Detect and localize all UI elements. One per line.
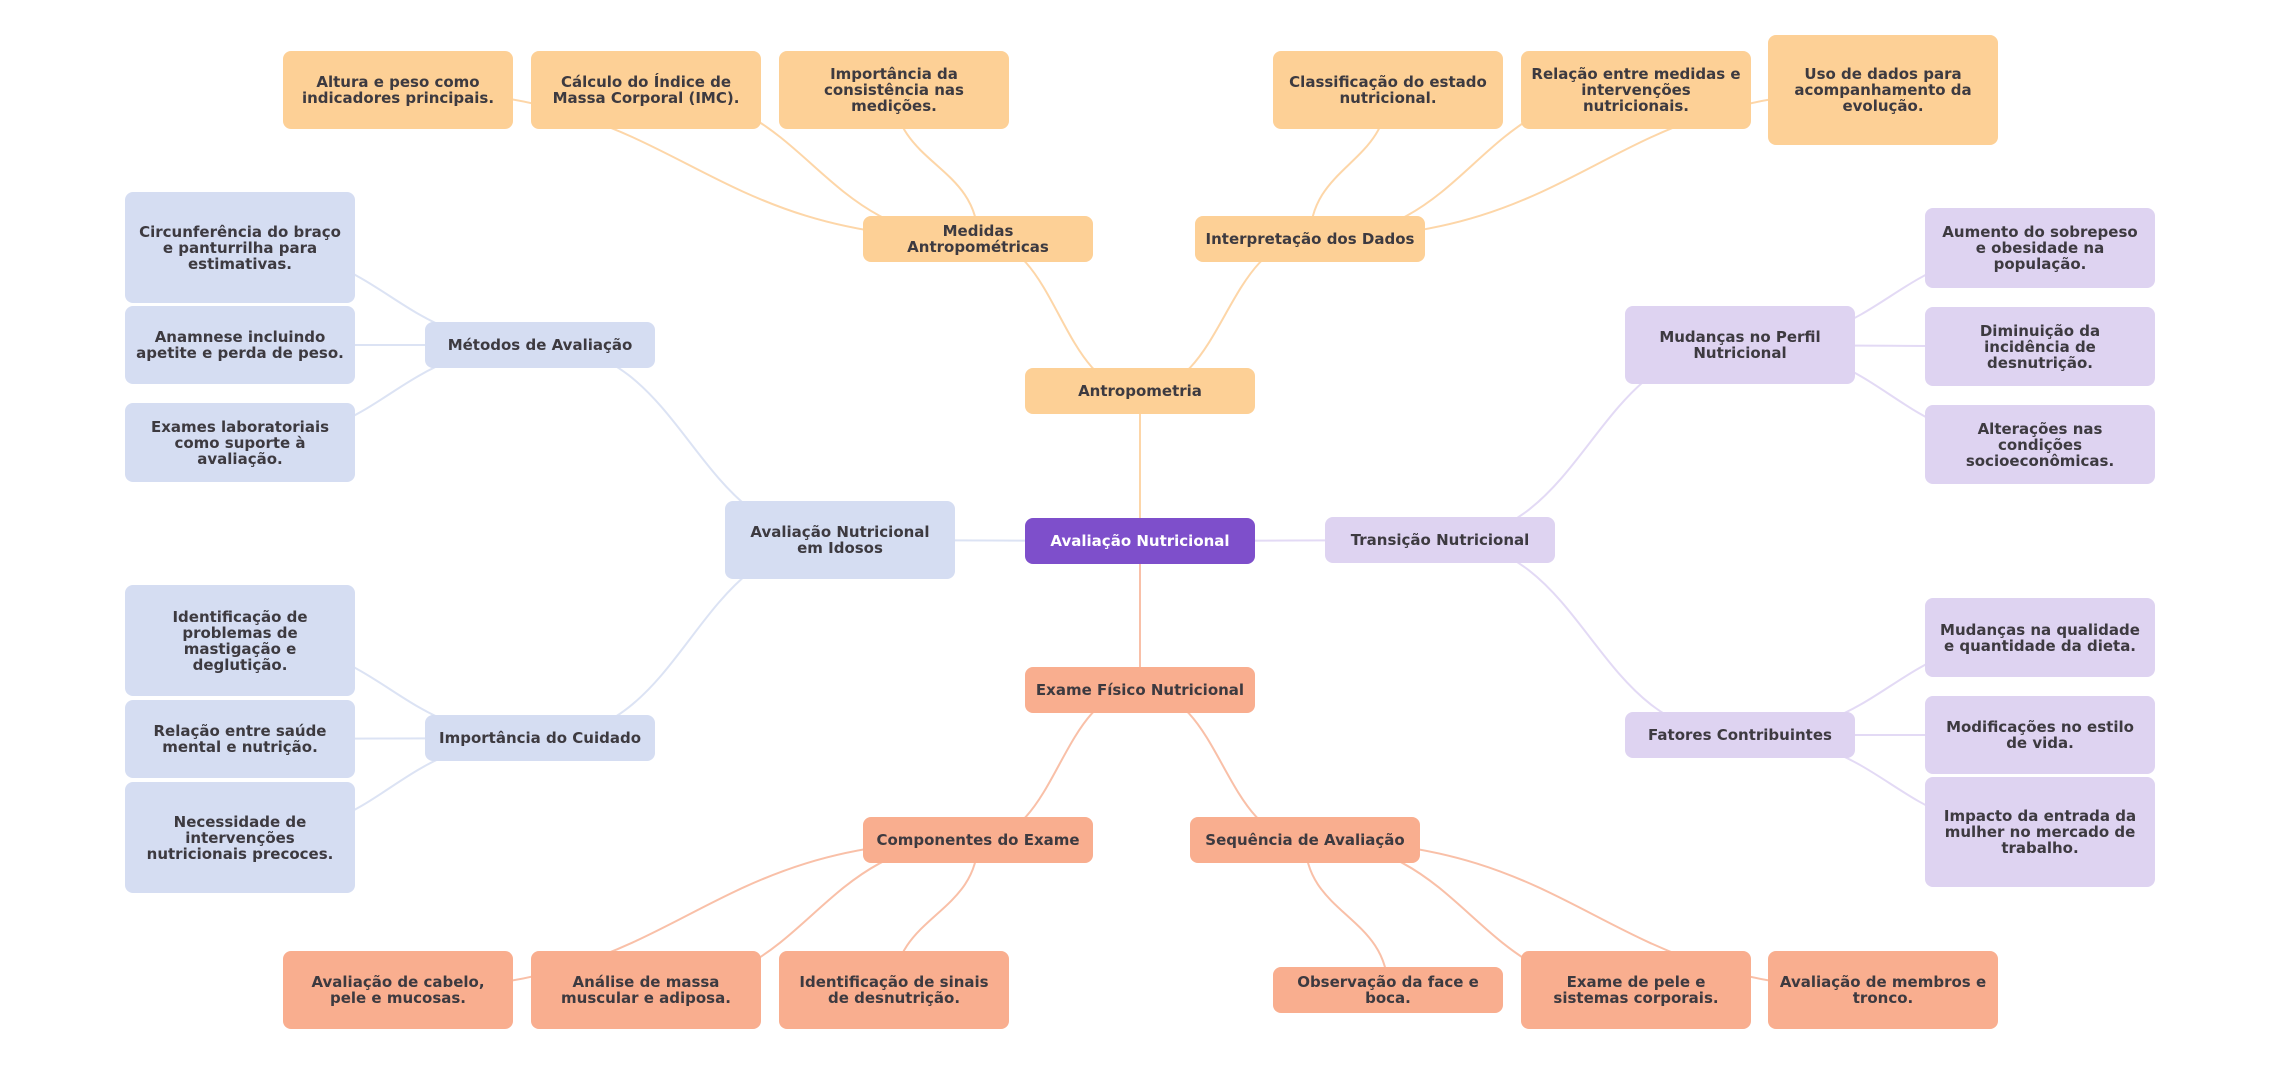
node-label: Análise de massa muscular e adiposa. [561,973,731,1007]
node-label: Importância do Cuidado [439,729,641,747]
node-label: Mudanças na qualidade e quantidade da di… [1940,620,2140,655]
leaf-node[interactable]: Avaliação de membros e tronco. [1768,951,1998,1029]
edge-sequencia-face [1304,839,1389,991]
node-label: Interpretação dos Dados [1205,230,1415,248]
node-label: Circunferência do braço e panturrilha pa… [139,222,341,273]
leaf-node[interactable]: Análise de massa muscular e adiposa. [531,951,761,1029]
root-node[interactable]: Avaliação Nutricional [1025,518,1255,564]
node-label: Importância da consistência nas medições… [823,65,964,115]
node-label: Transição Nutricional [1350,531,1530,549]
branch-idosos[interactable]: Avaliação Nutricional em Idosos [725,501,955,579]
node-label: Cálculo do Índice de Massa Corporal (IMC… [552,73,740,107]
leaf-node[interactable]: Uso de dados para acompanhamento da evol… [1768,35,1998,145]
node-label: Exame de pele e sistemas corporais. [1553,973,1719,1007]
branch-exame-fisico[interactable]: Exame Físico Nutricional [1025,667,1255,713]
leaf-node[interactable]: Identificação de sinais de desnutrição. [779,951,1009,1029]
leaf-node[interactable]: Relação entre medidas e intervenções nut… [1521,51,1751,129]
leaf-node[interactable]: Importância da consistência nas medições… [779,51,1009,129]
node-label: Observação da face e boca. [1297,973,1479,1007]
node-label: Alterações nas condições socioeconômicas… [1965,419,2115,470]
node-label: Altura e peso como indicadores principai… [301,73,495,107]
leaf-node[interactable]: Exames laboratoriais como suporte à aval… [125,403,355,482]
leaf-node[interactable]: Anamnese incluindo apetite e perda de pe… [125,306,355,384]
subtopic-importancia-cuidado[interactable]: Importância do Cuidado [425,715,655,761]
node-label: Avaliação Nutricional em Idosos [750,523,930,557]
node-label: Relação entre medidas e intervenções nut… [1531,65,1741,115]
subtopic-sequencia-avaliacao[interactable]: Sequência de Avaliação [1190,817,1420,863]
node-label: Identificação de problemas de mastigação… [172,607,308,674]
node-label: Mudanças no Perfil Nutricional [1659,328,1821,362]
node-label: Uso de dados para acompanhamento da evol… [1794,65,1972,115]
node-label: Identificação de sinais de desnutrição. [799,973,989,1007]
leaf-node[interactable]: Diminuição da incidência de desnutrição. [1925,307,2155,386]
leaf-node[interactable]: Identificação de problemas de mastigação… [125,585,355,696]
leaf-node[interactable]: Altura e peso como indicadores principai… [283,51,513,129]
node-label: Impacto da entrada da mulher no mercado … [1943,807,2137,857]
node-label: Avaliação de membros e tronco. [1779,973,1987,1007]
subtopic-fatores-contribuintes[interactable]: Fatores Contribuintes [1625,712,1855,758]
node-label: Sequência de Avaliação [1205,831,1405,849]
leaf-node[interactable]: Mudanças na qualidade e quantidade da di… [1925,598,2155,677]
leaf-node[interactable]: Cálculo do Índice de Massa Corporal (IMC… [531,51,761,129]
leaf-node[interactable]: Exame de pele e sistemas corporais. [1521,951,1751,1029]
leaf-node[interactable]: Impacto da entrada da mulher no mercado … [1925,777,2155,887]
node-label: Medidas Antropométricas [907,222,1049,256]
leaf-node[interactable]: Observação da face e boca. [1273,967,1503,1013]
node-label: Diminuição da incidência de desnutrição. [1979,321,2101,372]
node-label: Exames laboratoriais como suporte à aval… [150,417,330,468]
subtopic-mudancas-perfil[interactable]: Mudanças no Perfil Nutricional [1625,306,1855,384]
branch-antropometria[interactable]: Antropometria [1025,368,1255,414]
subtopic-interpretacao-dados[interactable]: Interpretação dos Dados [1195,216,1425,262]
node-label: Aumento do sobrepeso e obesidade na popu… [1942,223,2138,273]
leaf-node[interactable]: Circunferência do braço e panturrilha pa… [125,192,355,303]
node-label: Anamnese incluindo apetite e perda de pe… [136,328,344,362]
node-label: Relação entre saúde mental e nutrição. [153,722,327,756]
leaf-node[interactable]: Classificação do estado nutricional. [1273,51,1503,129]
leaf-node[interactable]: Modificações no estilo de vida. [1925,696,2155,774]
node-label: Métodos de Avaliação [447,336,633,354]
branch-transicao[interactable]: Transição Nutricional [1325,517,1555,563]
node-label: Modificações no estilo de vida. [1946,718,2134,752]
node-label: Exame Físico Nutricional [1035,681,1245,699]
leaf-node[interactable]: Necessidade de intervenções nutricionais… [125,782,355,893]
node-label: Avaliação de cabelo, pele e mucosas. [311,973,485,1007]
leaf-node[interactable]: Alterações nas condições socioeconômicas… [1925,405,2155,484]
node-label: Avaliação Nutricional [1050,532,1230,550]
edge-transicao-fatores [1439,539,1741,736]
leaf-node[interactable]: Avaliação de cabelo, pele e mucosas. [283,951,513,1029]
subtopic-componentes-exame[interactable]: Componentes do Exame [863,817,1093,863]
leaf-node[interactable]: Relação entre saúde mental e nutrição. [125,700,355,778]
subtopic-metodos-avaliacao[interactable]: Métodos de Avaliação [425,322,655,368]
node-label: Fatores Contribuintes [1648,726,1832,744]
leaf-node[interactable]: Aumento do sobrepeso e obesidade na popu… [1925,208,2155,288]
node-label: Antropometria [1078,382,1202,400]
node-label: Componentes do Exame [876,831,1080,849]
subtopic-medidas-antropometricas[interactable]: Medidas Antropométricas [863,216,1093,262]
node-label: Necessidade de intervenções nutricionais… [146,812,334,863]
node-label: Classificação do estado nutricional. [1289,73,1487,107]
